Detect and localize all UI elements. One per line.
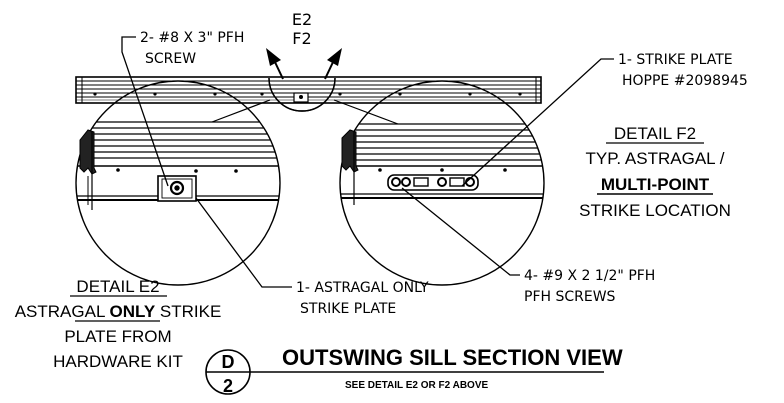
section-marker: E2 F2 xyxy=(266,10,342,112)
detail-f2-label: DETAIL F2 TYP. ASTRAGAL / MULTI-POINT ST… xyxy=(579,124,731,220)
detail-e2-line2: ASTRAGAL ONLY STRIKE xyxy=(15,302,222,321)
callout-screws-f2-line1: 4- #9 X 2 1/2" PFH xyxy=(524,268,655,284)
detail-f2-title: DETAIL F2 xyxy=(614,124,696,143)
arrow-left-icon xyxy=(266,48,281,66)
detail-e2-line4: HARDWARE KIT xyxy=(53,352,183,371)
callout-astragal-plate: 1- ASTRAGAL ONLY STRIKE PLATE xyxy=(296,280,429,317)
callout-screws-f2: 4- #9 X 2 1/2" PFH PFH SCREWS xyxy=(524,268,655,305)
callout-strike-plate-line2: HOPPE #2098945 xyxy=(622,73,748,89)
detail-e2-line3: PLATE FROM xyxy=(64,327,171,346)
left-astragal-profile xyxy=(79,129,97,210)
detail-f2-line4: STRIKE LOCATION xyxy=(579,201,731,220)
callout-screws-f2-line2: PFH SCREWS xyxy=(524,289,616,305)
section-number-bottom: 2 xyxy=(223,376,233,396)
section-view-title-block: D 2 OUTSWING SILL SECTION VIEW SEE DETAI… xyxy=(205,345,623,396)
right-astragal-profile xyxy=(341,129,359,205)
callout-strike-plate-f2: 1- STRIKE PLATE HOPPE #2098945 xyxy=(618,52,748,89)
section-marker-top: E2 xyxy=(292,10,312,29)
callout-astragal-line2: STRIKE PLATE xyxy=(300,301,396,317)
callout-strike-plate-line1: 1- STRIKE PLATE xyxy=(618,52,733,68)
callout-screw-e2-line1: 2- #8 X 3" PFH xyxy=(140,30,244,46)
detail-f2-line2: TYP. ASTRAGAL / xyxy=(586,149,725,168)
detail-circle-f2 xyxy=(339,80,545,286)
callout-screw-e2-line2: SCREW xyxy=(145,51,196,67)
sill-profile xyxy=(75,76,542,104)
callout-screw-e2: 2- #8 X 3" PFH SCREW xyxy=(140,30,244,67)
section-view-subtitle: SEE DETAIL E2 OR F2 ABOVE xyxy=(345,380,489,391)
section-number-top: D xyxy=(222,352,235,372)
detail-f2-line3: MULTI-POINT xyxy=(601,175,710,194)
detail-e2-title: DETAIL E2 xyxy=(76,277,159,296)
arrow-right-icon xyxy=(327,48,342,66)
section-marker-bottom: F2 xyxy=(292,29,311,48)
leader-lines xyxy=(121,36,614,288)
callout-astragal-line1: 1- ASTRAGAL ONLY xyxy=(296,280,429,296)
detail-circle-e2 xyxy=(75,80,281,286)
detail-e2-label: DETAIL E2 ASTRAGAL ONLY STRIKE PLATE FRO… xyxy=(15,277,222,371)
section-view-title: OUTSWING SILL SECTION VIEW xyxy=(282,345,623,370)
